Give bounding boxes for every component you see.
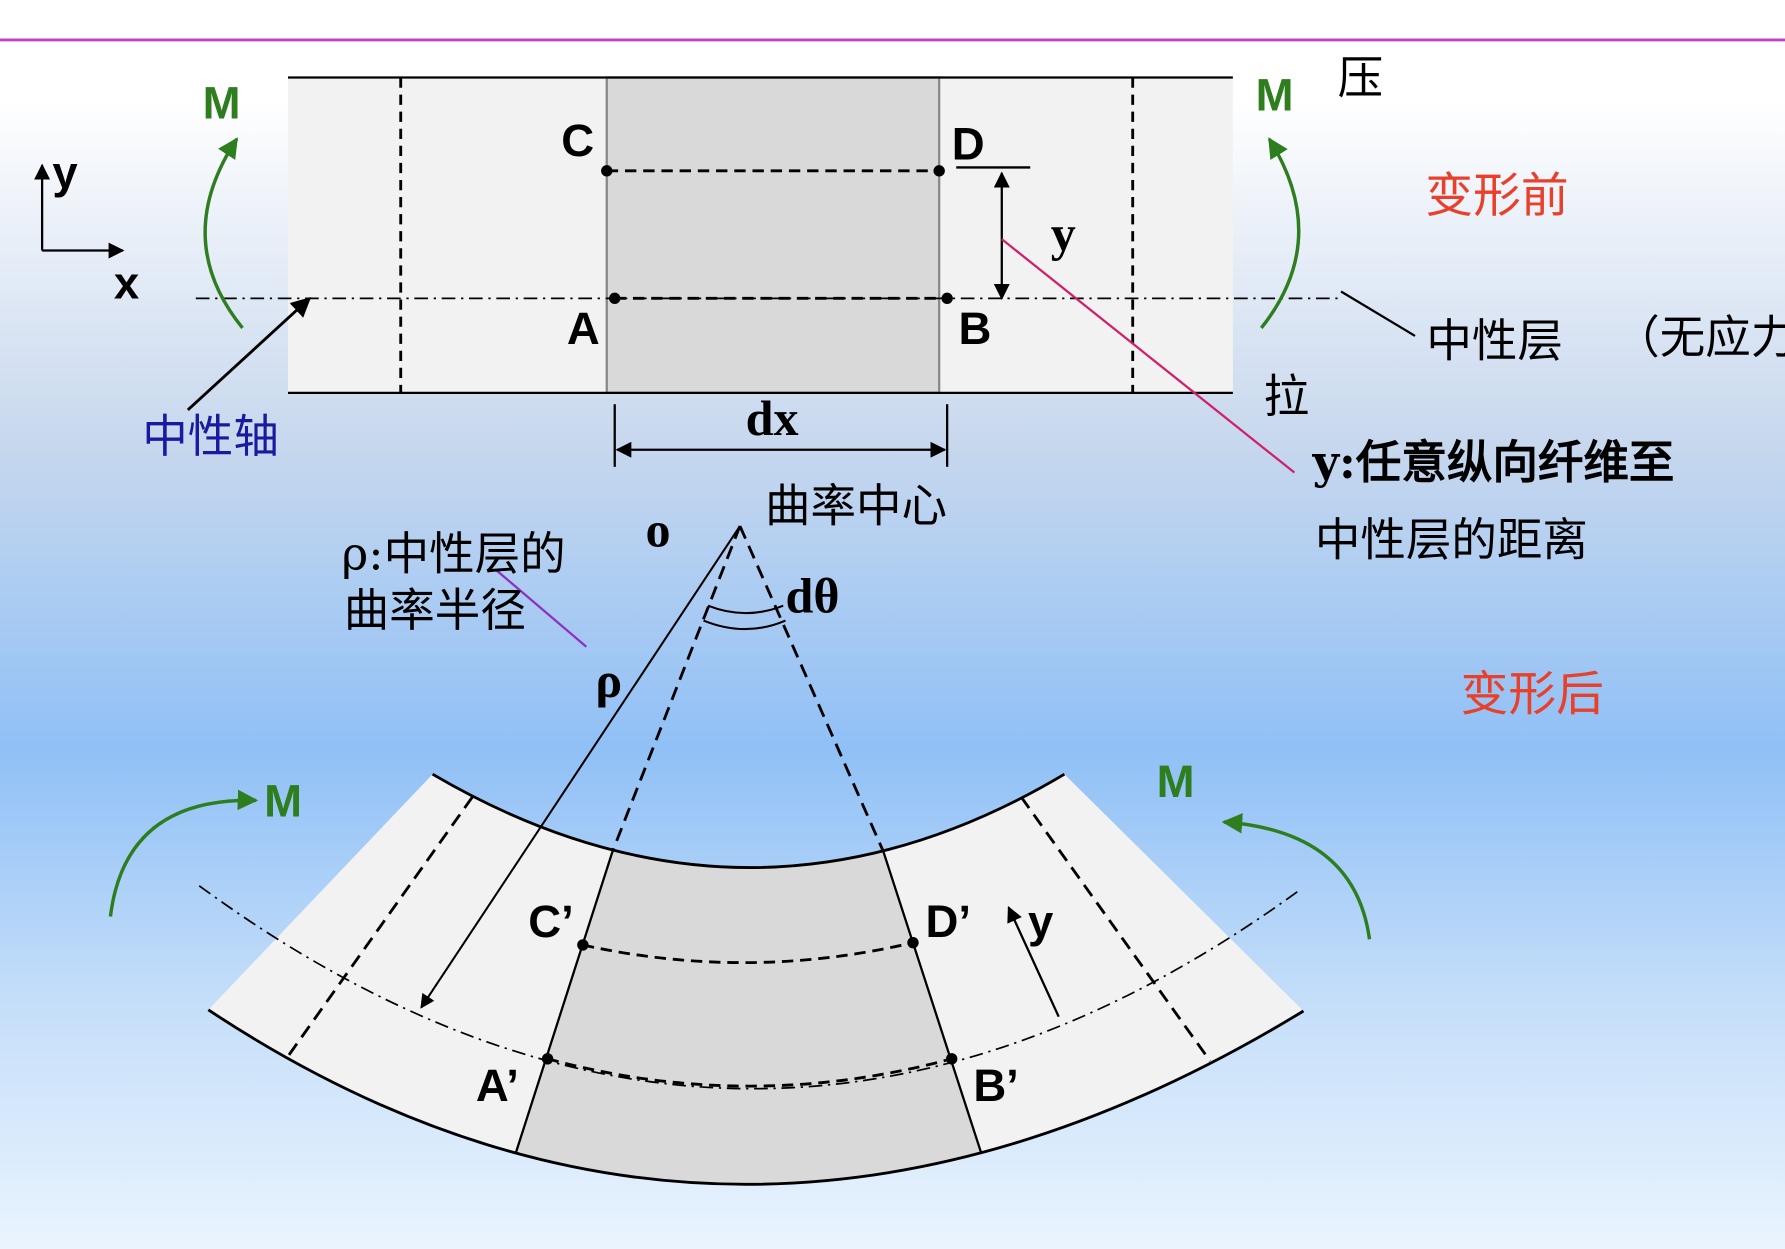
point-c-prime-label: C’	[528, 896, 574, 947]
beam-after	[198, 525, 1305, 1186]
beam-before	[186, 76, 1416, 474]
moment-label: M	[203, 77, 241, 128]
moment-arrow-icon	[1221, 813, 1372, 940]
point-c-label: C	[561, 115, 594, 166]
point-d-prime-label: D’	[926, 896, 972, 947]
center-o-label: o	[645, 502, 670, 558]
neutral-axis-label: 中性轴	[142, 410, 279, 463]
rho-definition-line2: 曲率半径	[344, 584, 526, 637]
point-a-label: A	[567, 303, 600, 354]
no-stress-note: （无应力）	[1614, 311, 1785, 364]
neutral-layer-label: 中性层	[1426, 314, 1563, 367]
neutral-curve	[198, 885, 1299, 1090]
y-definition-line2: 中性层的距离	[1315, 514, 1588, 567]
rho-label: ρ	[595, 652, 622, 708]
after-deformation-caption: 变形后	[1461, 667, 1604, 722]
tension-label: 拉	[1264, 370, 1310, 423]
moment-arrow-icon	[108, 789, 259, 917]
moment-label: M	[1256, 70, 1294, 121]
point-b-prime-label: B’	[973, 1060, 1019, 1111]
moment-label: M	[1157, 756, 1195, 807]
element-deformed	[515, 851, 982, 1183]
dtheta-label: dθ	[785, 568, 839, 624]
y-deformed-arrow	[1007, 905, 1060, 1018]
x-axis-label: x	[114, 257, 139, 308]
rho-arrow	[420, 525, 741, 1009]
dx-label: dx	[746, 390, 799, 446]
moment-arrow-icon	[1260, 137, 1301, 330]
coordinate-axes: y x	[34, 147, 139, 308]
y-axis-label: y	[52, 147, 78, 198]
compression-label: 压	[1338, 51, 1384, 104]
element-dx	[605, 76, 941, 394]
neutral-axis-pointer	[186, 297, 312, 411]
before-deformation-caption: 变形前	[1425, 169, 1568, 224]
moment-label: M	[264, 775, 302, 826]
y-definition-line1: y:任意纵向纤维至	[1312, 435, 1675, 489]
dtheta-arc	[703, 604, 786, 631]
point-a-prime-label: A’	[476, 1060, 519, 1111]
point-b-label: B	[959, 303, 992, 354]
moment-arrow-icon	[203, 137, 244, 330]
rho-definition-line1: ρ:中性层的	[342, 527, 566, 580]
y-distance-label: y	[1051, 206, 1076, 262]
center-of-curvature-label: 曲率中心	[765, 479, 947, 532]
point-d-label: D	[952, 118, 985, 169]
y-deformed-label: y	[1028, 896, 1054, 947]
